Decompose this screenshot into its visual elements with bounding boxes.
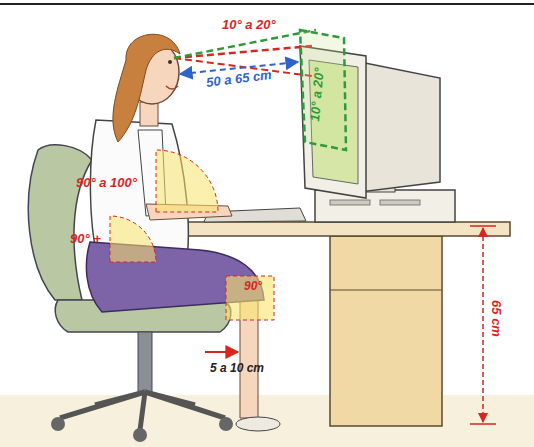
dimension-tick (470, 423, 496, 425)
dimension-label: 65 cm (490, 300, 503, 337)
screen-tilt-outline (300, 30, 346, 150)
chair-base (60, 392, 225, 430)
shoe (236, 417, 280, 431)
elbow-angle-wedge (156, 150, 218, 212)
distance-label: 50 a 65 cm (205, 68, 272, 89)
mouth (166, 86, 178, 89)
hair (113, 34, 180, 142)
hip-angle-wedge (110, 216, 156, 262)
sight-line (174, 46, 312, 58)
desk-top (188, 222, 510, 236)
drive-slot (380, 200, 420, 205)
angle-label: 10° a 20° (222, 18, 276, 31)
eye (168, 60, 172, 64)
monitor-body (360, 62, 440, 192)
computer-case (315, 190, 455, 222)
height-dimension-line (482, 228, 484, 422)
dimension-tick (470, 225, 496, 227)
gap-arrow (205, 351, 238, 353)
chair-wheel (219, 417, 233, 431)
chair-back (28, 145, 92, 300)
chair-post (138, 332, 152, 392)
angle-label: 10° a 20° (308, 67, 326, 122)
angle-label: 90° + (70, 232, 101, 245)
floor (0, 395, 534, 447)
chair-wheel (133, 428, 147, 442)
drive-slot (330, 200, 370, 205)
chair-wheel (51, 417, 65, 431)
distance-label: 5 a 10 cm (210, 362, 264, 374)
desk-pedestal (330, 236, 442, 426)
drawer-line (330, 290, 442, 291)
knee-angle-wedge (226, 276, 274, 320)
frame-line (0, 3, 534, 5)
sight-line (174, 30, 316, 58)
angle-label: 90° a 100° (76, 176, 137, 189)
angle-label: 90° (244, 280, 262, 292)
neck (140, 102, 158, 126)
